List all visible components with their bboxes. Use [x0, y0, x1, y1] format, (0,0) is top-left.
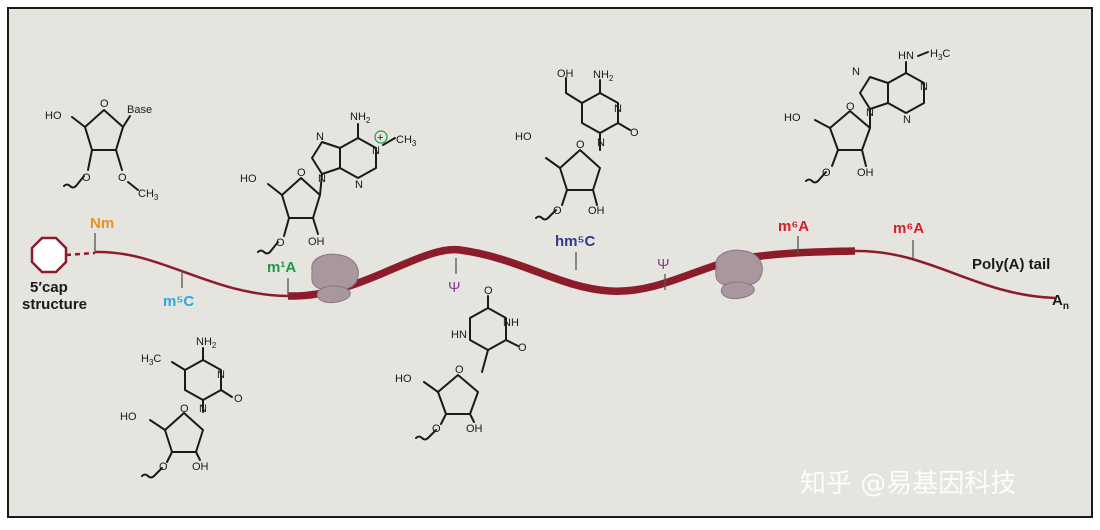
atom-o-3prime: O [276, 237, 285, 249]
atom-n3: N [217, 369, 225, 381]
atom-n3: N [903, 114, 911, 126]
atom-o-2prime: O [118, 172, 127, 184]
atom-o-3prime: O [82, 172, 91, 184]
structure-nm: HO O Base O O CH3 [45, 98, 159, 202]
atom-oh: OH [588, 205, 605, 217]
label-m6a-2: m⁶A [893, 220, 924, 237]
atom-o: O [846, 101, 855, 113]
label-poly-a-tail: Poly(A) tail [972, 256, 1050, 273]
atom-hn: HN [451, 329, 467, 341]
atom-n3: N [614, 103, 622, 115]
atom-n1: N [372, 145, 380, 157]
atom-ch3: CH3 [138, 188, 159, 202]
ribosome-icon [715, 249, 763, 299]
label-nm: Nm [90, 215, 114, 232]
structure-pseudouridine: HN NH O O HO O O OH [395, 285, 527, 441]
atom-o-keto-4: O [518, 342, 527, 354]
atom-base: Base [127, 104, 152, 116]
cap-label: 5′cap [30, 279, 68, 296]
label-m6a-1: m⁶A [778, 218, 809, 235]
positive-charge-icon [374, 130, 388, 144]
atom-o: O [100, 98, 109, 110]
label-pseudouridine-2: Ψ [657, 256, 670, 273]
atom-ho: HO [515, 131, 532, 143]
rna-thin-segment-3prime [854, 249, 1056, 300]
atom-nh: NH [503, 317, 519, 329]
atom-ho: HO [45, 110, 62, 122]
atom-o-3prime: O [553, 205, 562, 217]
label-m1a: m¹A [267, 259, 296, 276]
atom-nh2: NH2 [196, 336, 217, 350]
atom-n7: N [316, 131, 324, 143]
atom-n9: N [866, 107, 874, 119]
atom-o-keto: O [234, 393, 243, 405]
atom-oh: OH [192, 461, 209, 473]
diagram-frame [7, 7, 1093, 518]
atom-h3c: H3C [141, 353, 161, 367]
atom-oh: OH [857, 167, 874, 179]
structure-m5c: NH2 H3C N N O HO O O OH [120, 336, 243, 479]
atom-ho: HO [784, 112, 801, 124]
atom-n1: N [199, 403, 207, 415]
atom-oh: OH [308, 236, 325, 248]
atom-n7: N [852, 66, 860, 78]
rna-strand [94, 233, 1056, 300]
cap-label-2: structure [22, 296, 87, 313]
atom-o-3prime: O [159, 461, 168, 473]
label-pseudouridine-1: Ψ [448, 279, 461, 296]
structure-m1a: NH2 + CH3 N N N N HO O O OH [240, 111, 417, 255]
cap-octagon-icon [30, 236, 96, 274]
ribosome-icon [311, 253, 359, 303]
atom-plus: + [377, 132, 383, 144]
atom-o: O [576, 139, 585, 151]
atom-oh-hydroxymethyl: OH [557, 68, 574, 80]
atom-n1: N [920, 81, 928, 93]
label-hm5c: hm⁵C [555, 233, 596, 250]
structure-m6a: HN H3C N N N N HO O O OH [784, 48, 950, 184]
atom-n9: N [318, 173, 326, 185]
watermark: 知乎 @易基因科技 [800, 469, 1016, 499]
atom-o: O [180, 403, 189, 415]
atom-h3c: H3C [930, 48, 950, 62]
atom-ho: HO [240, 173, 257, 185]
atom-o: O [297, 167, 306, 179]
atom-ch3: CH3 [396, 134, 417, 148]
atom-o-keto-2: O [484, 285, 493, 297]
atom-nh2: NH2 [593, 69, 614, 83]
atom-ho: HO [120, 411, 137, 423]
structure-hm5c: OH NH2 N N O HO O O OH [515, 68, 639, 221]
atom-o: O [455, 364, 464, 376]
atom-o-keto: O [630, 127, 639, 139]
atom-nh2: NH2 [350, 111, 371, 125]
label-m5c: m⁵C [163, 293, 194, 310]
atom-ho: HO [395, 373, 412, 385]
rna-coding-region [287, 246, 856, 300]
atom-nh: HN [898, 50, 914, 62]
atom-n1: N [597, 137, 605, 149]
atom-n3: N [355, 179, 363, 191]
atom-o-3prime: O [822, 167, 831, 179]
label-an: An [1052, 292, 1069, 312]
rna-thin-segment-5prime [94, 250, 289, 298]
atom-oh: OH [466, 423, 483, 435]
atom-o-3prime: O [432, 423, 441, 435]
